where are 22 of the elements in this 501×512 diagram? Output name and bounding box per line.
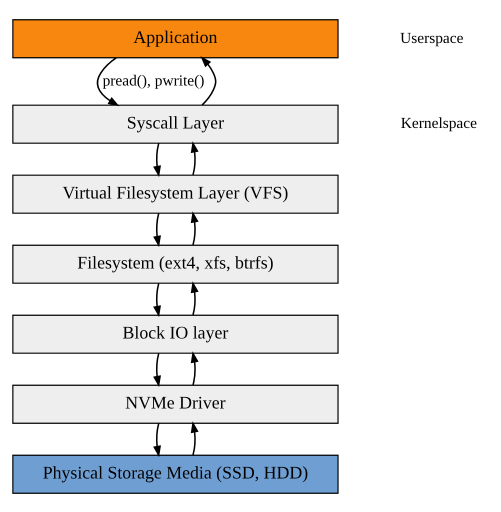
node-box: Virtual Filesystem Layer (VFS) bbox=[12, 174, 339, 214]
label: Userspace bbox=[400, 29, 464, 46]
arrow bbox=[190, 140, 199, 175]
arrow bbox=[190, 350, 199, 385]
arrow bbox=[190, 210, 199, 245]
edge-label: pread(), pwrite() bbox=[102, 72, 204, 89]
arrow bbox=[153, 422, 161, 457]
arrow bbox=[96, 56, 120, 106]
arrow bbox=[190, 420, 199, 455]
node-box: Block IO layer bbox=[12, 314, 339, 354]
node-box: Application bbox=[12, 18, 339, 58]
label: Kernelspace bbox=[400, 114, 477, 132]
arrow bbox=[153, 282, 161, 317]
arrow bbox=[200, 56, 216, 106]
node-box: NVMe Driver bbox=[12, 384, 339, 424]
node-box: Syscall Layer bbox=[12, 104, 339, 144]
arrow bbox=[153, 142, 161, 177]
arrow bbox=[153, 212, 161, 247]
node-box: Filesystem (ext4, xfs, btrfs) bbox=[12, 244, 339, 284]
arrow bbox=[190, 280, 199, 315]
arrow bbox=[153, 352, 161, 387]
node-box: Physical Storage Media (SSD, HDD) bbox=[12, 454, 339, 494]
